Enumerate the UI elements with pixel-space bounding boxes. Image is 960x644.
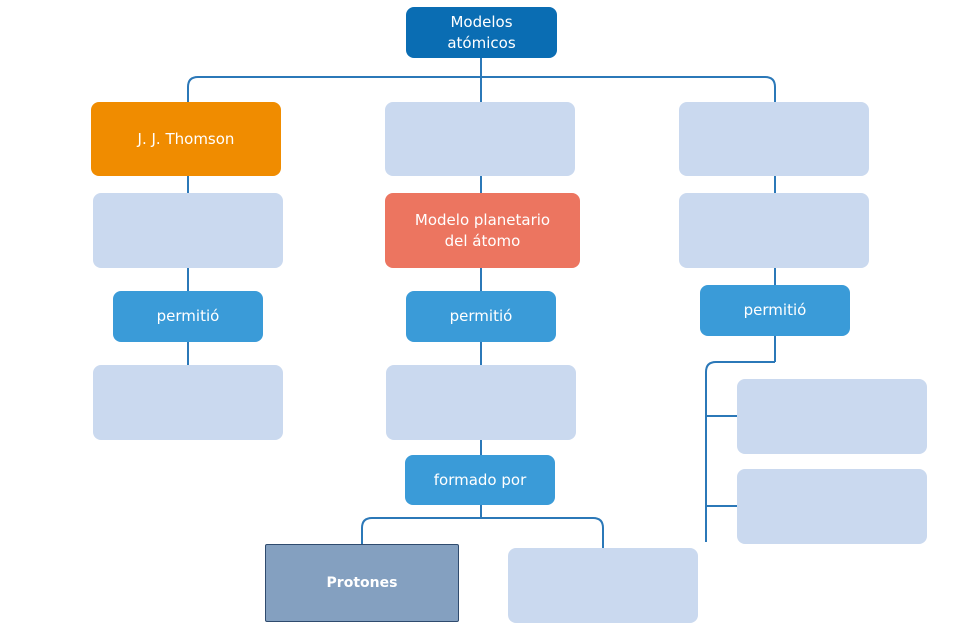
empty-box-bottom-right bbox=[508, 548, 698, 623]
planetary-model-node: Modelo planetario del átomo bbox=[385, 193, 580, 268]
permitio-connector-left: permitió bbox=[113, 291, 263, 342]
formado-por-connector: formado por bbox=[405, 455, 555, 505]
empty-box-right-upper bbox=[737, 379, 927, 454]
root-node: Modelos atómicos bbox=[406, 7, 557, 58]
empty-box-right-1 bbox=[679, 102, 869, 176]
empty-box-right-2 bbox=[679, 193, 869, 268]
empty-box-right-lower bbox=[737, 469, 927, 544]
right-branch-curve bbox=[705, 361, 775, 542]
root-branch bbox=[187, 76, 776, 102]
permitio-connector-center: permitió bbox=[406, 291, 556, 342]
empty-box-left-2 bbox=[93, 193, 283, 268]
permitio-connector-right: permitió bbox=[700, 285, 850, 336]
center-branch bbox=[361, 517, 604, 548]
empty-box-center-3 bbox=[386, 365, 576, 440]
empty-box-center-1 bbox=[385, 102, 575, 176]
thomson-node: J. J. Thomson bbox=[91, 102, 281, 176]
empty-box-left-3 bbox=[93, 365, 283, 440]
protons-node: Protones bbox=[265, 544, 459, 622]
